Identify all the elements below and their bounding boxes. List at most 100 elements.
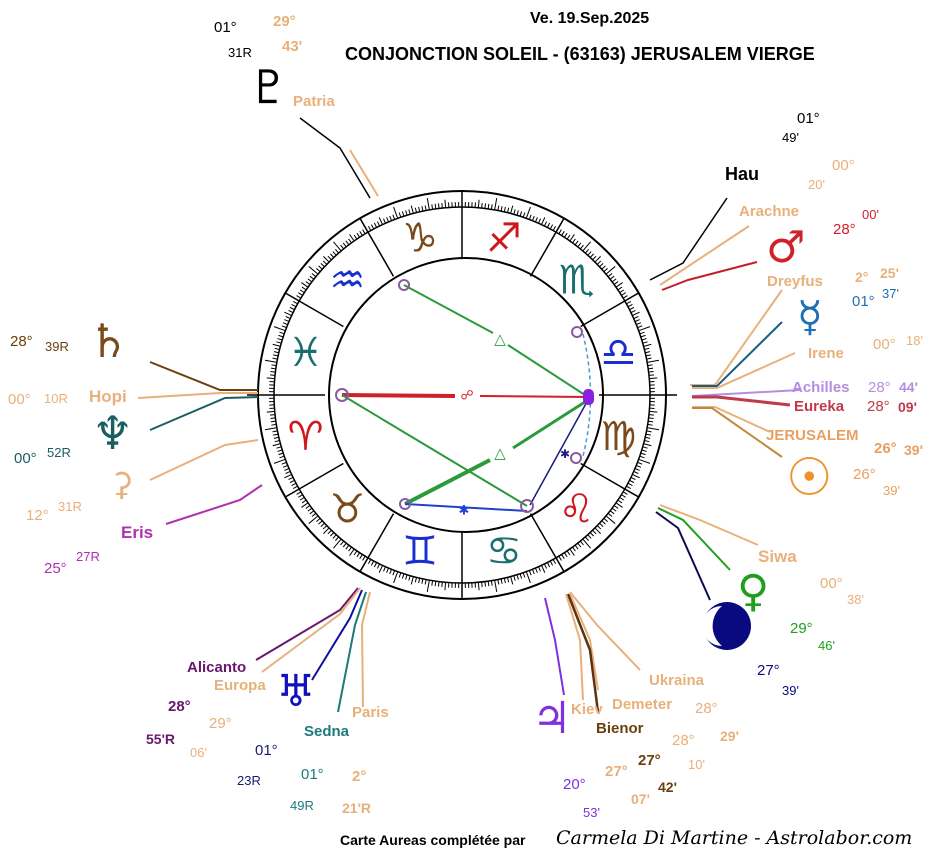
- degree-tick: [601, 265, 606, 270]
- degree-tick: [617, 499, 623, 504]
- achilles-minutes: 44': [899, 379, 918, 395]
- degree-tick: [633, 316, 639, 319]
- degree-tick: [333, 241, 342, 252]
- saturn-degree: 28°: [10, 333, 33, 350]
- degree-tick: [522, 572, 526, 578]
- aspect-node: [571, 326, 583, 338]
- degree-tick: [270, 417, 276, 420]
- degree-tick: [348, 238, 352, 244]
- degree-tick: [274, 439, 280, 443]
- degree-tick: [637, 461, 643, 465]
- degree-tick: [510, 576, 514, 585]
- degree-tick: [582, 538, 591, 549]
- degree-tick: [291, 303, 297, 308]
- degree-tick: [282, 322, 288, 326]
- degree-tick: [634, 467, 640, 471]
- dreyfus-minutes: 25': [880, 265, 899, 281]
- degree-tick: [298, 292, 303, 296]
- degree-tick: [563, 232, 568, 238]
- degree-tick: [647, 364, 653, 367]
- degree-tick: [284, 473, 292, 479]
- degree-tick: [629, 479, 635, 484]
- degree-tick: [322, 260, 328, 265]
- degree-tick: [638, 458, 651, 464]
- degree-tick: [622, 491, 628, 495]
- libra-sign-icon: ♎︎: [601, 330, 637, 376]
- sun-minutes: 39': [883, 483, 900, 498]
- pluto-icon: ♇: [248, 60, 290, 114]
- sagittarius-sign-icon: ♐︎: [486, 216, 522, 262]
- degree-tick: [311, 512, 317, 517]
- irene-minutes: 18': [906, 333, 923, 348]
- degree-tick: [335, 536, 340, 541]
- degree-tick: [603, 517, 608, 522]
- degree-tick: [569, 548, 575, 556]
- degree-tick: [270, 420, 276, 423]
- degree-tick: [647, 359, 660, 363]
- degree-tick: [645, 436, 651, 439]
- degree-tick: [531, 215, 535, 221]
- degree-tick: [642, 446, 648, 449]
- degree-tick: [644, 439, 650, 443]
- degree-tick: [392, 214, 396, 220]
- degree-tick: [589, 532, 594, 537]
- opposition-symbol: ☍: [460, 389, 473, 404]
- degree-tick: [289, 306, 295, 311]
- degree-tick: [278, 452, 284, 456]
- degree-tick: [285, 316, 291, 319]
- footer-credit: Carte Aureas complétée par: [340, 832, 526, 848]
- degree-tick: [569, 234, 575, 242]
- degree-tick: [359, 554, 363, 559]
- degree-tick: [296, 491, 302, 495]
- degree-tick: [389, 215, 393, 221]
- degree-tick: [579, 244, 584, 250]
- degree-tick: [601, 520, 606, 525]
- degree-tick: [490, 204, 493, 210]
- ceres-icon: ⚳: [110, 465, 134, 503]
- trine-line: [512, 398, 589, 450]
- bienor-degree: 27°: [638, 752, 661, 769]
- degree-tick: [481, 581, 483, 587]
- sedna-minutes: 49R: [290, 798, 314, 813]
- eureka-degree: 28°: [867, 398, 890, 415]
- degree-tick: [342, 242, 347, 248]
- aspect-node: [570, 452, 582, 464]
- degree-tick: [284, 319, 290, 323]
- degree-tick: [615, 282, 623, 288]
- mars-degree: 28°: [833, 221, 856, 238]
- degree-tick: [646, 430, 652, 433]
- degree-tick: [552, 559, 557, 565]
- degree-tick: [607, 512, 613, 517]
- degree-tick: [264, 427, 277, 431]
- degree-tick: [641, 449, 647, 452]
- taurus-sign-icon: ♉︎: [330, 487, 366, 533]
- eris-degree: 25°: [44, 560, 67, 577]
- degree-tick: [525, 206, 531, 219]
- degree-tick: [408, 575, 411, 581]
- ukraina-minutes: 29': [720, 728, 739, 744]
- degree-tick: [639, 331, 645, 335]
- degree-tick: [301, 286, 307, 291]
- degree-tick: [410, 576, 414, 585]
- pluto-degree: 01°: [214, 19, 237, 36]
- mars-icon: ♂: [766, 222, 806, 273]
- degree-tick: [273, 458, 286, 464]
- degree-tick: [627, 482, 633, 487]
- kiev-label: Kiev: [571, 701, 603, 718]
- degree-tick: [563, 552, 568, 558]
- degree-tick: [592, 255, 597, 261]
- degree-tick: [426, 580, 430, 593]
- dreyfus-degree: 2°: [855, 269, 869, 285]
- degree-tick: [270, 374, 276, 376]
- capricorn-sign-icon: ♑︎: [402, 216, 438, 262]
- degree-tick: [639, 455, 645, 459]
- degree-tick: [291, 482, 297, 487]
- saturn-minutes: 39R: [45, 339, 69, 354]
- footer-author: Carmela Di Martine - Astrolabor.com: [556, 827, 913, 849]
- degree-tick: [441, 581, 443, 587]
- degree-tick: [648, 414, 654, 416]
- degree-tick: [594, 256, 601, 263]
- degree-tick: [378, 217, 384, 225]
- degree-tick: [277, 338, 283, 341]
- degree-tick: [528, 570, 532, 576]
